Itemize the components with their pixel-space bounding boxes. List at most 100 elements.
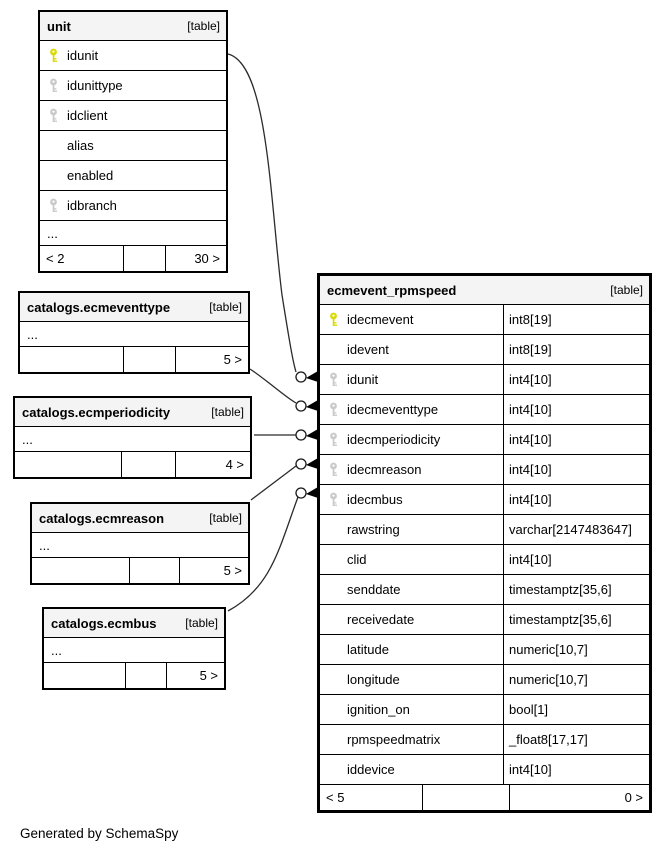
connector-dot-idecmreason xyxy=(295,458,307,470)
column-row-alias: alias xyxy=(40,130,226,160)
column-type: timestamptz[35,6] xyxy=(503,575,649,604)
column-name: idbranch xyxy=(67,198,117,213)
column-name: idecmperiodicity xyxy=(347,432,441,447)
foreign-key-icon xyxy=(330,432,337,446)
column-row-idunit: idunit xyxy=(40,40,226,70)
foreign-key-icon xyxy=(50,108,57,122)
table-header: ecmevent_rpmspeed [table] xyxy=(320,276,649,304)
column-name: senddate xyxy=(347,582,401,597)
column-type: timestamptz[35,6] xyxy=(503,605,649,634)
related-count-right: 0 > xyxy=(509,785,649,810)
column-name: receivedate xyxy=(347,612,415,627)
related-count-right: 5 > xyxy=(178,558,248,583)
footer-spacer-cell xyxy=(122,347,175,372)
column-name: enabled xyxy=(67,168,114,183)
related-count-right: 30 > xyxy=(165,246,226,271)
column-name: alias xyxy=(67,138,94,153)
foreign-key-icon xyxy=(330,492,337,506)
more-columns-row: ... xyxy=(20,321,248,346)
primary-key-icon xyxy=(50,48,57,62)
column-type: int8[19] xyxy=(503,335,649,364)
table-footer: 4 > xyxy=(15,451,250,477)
table-header: catalogs.ecmperiodicity [table] xyxy=(15,398,250,426)
column-type: int4[10] xyxy=(503,485,649,514)
column-name: idunit xyxy=(347,372,379,387)
connector-dot-idecmeventtype xyxy=(295,400,307,412)
column-row-idunit: idunit int4[10] xyxy=(320,364,649,394)
column-row-idbranch: idbranch xyxy=(40,190,226,220)
key-cell xyxy=(40,78,67,93)
key-cell xyxy=(320,492,347,507)
table-title[interactable]: catalogs.ecmeventtype xyxy=(27,299,171,315)
table-node-catalogs-ecmperiodicity[interactable]: catalogs.ecmperiodicity[table]...4 > xyxy=(13,396,252,479)
table-header: unit [table] xyxy=(40,12,226,40)
column-row-rpmspeedmatrix: rpmspeedmatrix_float8[17,17] xyxy=(320,724,649,754)
key-cell xyxy=(40,48,67,63)
table-title[interactable]: catalogs.ecmperiodicity xyxy=(22,404,171,420)
column-type: int4[10] xyxy=(503,425,649,454)
table-tag: [table] xyxy=(610,283,643,297)
table-tag: [table] xyxy=(209,300,242,314)
table-title[interactable]: catalogs.ecmreason xyxy=(39,510,165,526)
foreign-key-icon xyxy=(50,198,57,212)
column-name: idunittype xyxy=(67,78,123,93)
column-name: rawstring xyxy=(347,522,400,537)
table-tag: [table] xyxy=(211,405,244,419)
primary-key-icon xyxy=(330,312,337,326)
table-title[interactable]: ecmevent_rpmspeed xyxy=(327,282,457,298)
fk-connector-ecmeventtype xyxy=(249,368,297,404)
related-count-left xyxy=(20,347,123,372)
foreign-key-icon xyxy=(330,372,337,386)
connector-dot-idunit xyxy=(295,371,307,383)
table-footer: 5 > xyxy=(20,346,248,372)
more-columns-row: ... xyxy=(40,220,226,245)
footer-spacer-cell xyxy=(422,785,509,810)
footer-spacer-cell xyxy=(129,558,179,583)
key-cell xyxy=(320,312,347,327)
key-cell xyxy=(320,372,347,387)
related-count-left: < 2 xyxy=(46,251,65,266)
table-footer: < 2 30 > xyxy=(40,245,226,271)
table-node-catalogs-ecmbus[interactable]: catalogs.ecmbus[table]...5 > xyxy=(42,607,226,690)
table-title[interactable]: catalogs.ecmbus xyxy=(51,615,157,631)
column-row-idecmperiodicity: idecmperiodicity int4[10] xyxy=(320,424,649,454)
related-count-right: 5 > xyxy=(166,663,224,688)
table-node-catalogs-ecmeventtype[interactable]: catalogs.ecmeventtype [table]...5 > xyxy=(18,291,250,374)
foreign-key-icon xyxy=(50,78,57,92)
table-title[interactable]: unit xyxy=(47,18,71,34)
table-tag: [table] xyxy=(187,19,220,33)
column-row-enabled: enabled xyxy=(40,160,226,190)
column-type: bool[1] xyxy=(503,695,649,724)
column-name: iddevice xyxy=(347,762,395,777)
column-type: varchar[2147483647] xyxy=(503,515,649,544)
key-cell xyxy=(320,432,347,447)
fk-connector-ecmreason xyxy=(250,465,297,501)
column-row-idevent: idevent int8[19] xyxy=(320,334,649,364)
column-row-receivedate: receivedate timestamptz[35,6] xyxy=(320,604,649,634)
footer-spacer-cell xyxy=(125,663,166,688)
column-type: int4[10] xyxy=(503,365,649,394)
column-row-idunittype: idunittype xyxy=(40,70,226,100)
column-name: longitude xyxy=(347,672,400,687)
column-name: idevent xyxy=(347,342,389,357)
table-header: catalogs.ecmeventtype [table] xyxy=(20,293,248,321)
column-name: idecmevent xyxy=(347,312,414,327)
table-node-catalogs-ecmreason[interactable]: catalogs.ecmreason[table]...5 > xyxy=(30,502,250,585)
column-type: int4[10] xyxy=(503,395,649,424)
footer-spacer-cell xyxy=(123,246,165,271)
related-count-left xyxy=(32,558,129,583)
column-name: idecmreason xyxy=(347,462,422,477)
foreign-key-icon xyxy=(330,462,337,476)
column-name: rpmspeedmatrix xyxy=(347,732,441,747)
table-tag: [table] xyxy=(185,616,218,630)
column-name: clid xyxy=(347,552,367,567)
